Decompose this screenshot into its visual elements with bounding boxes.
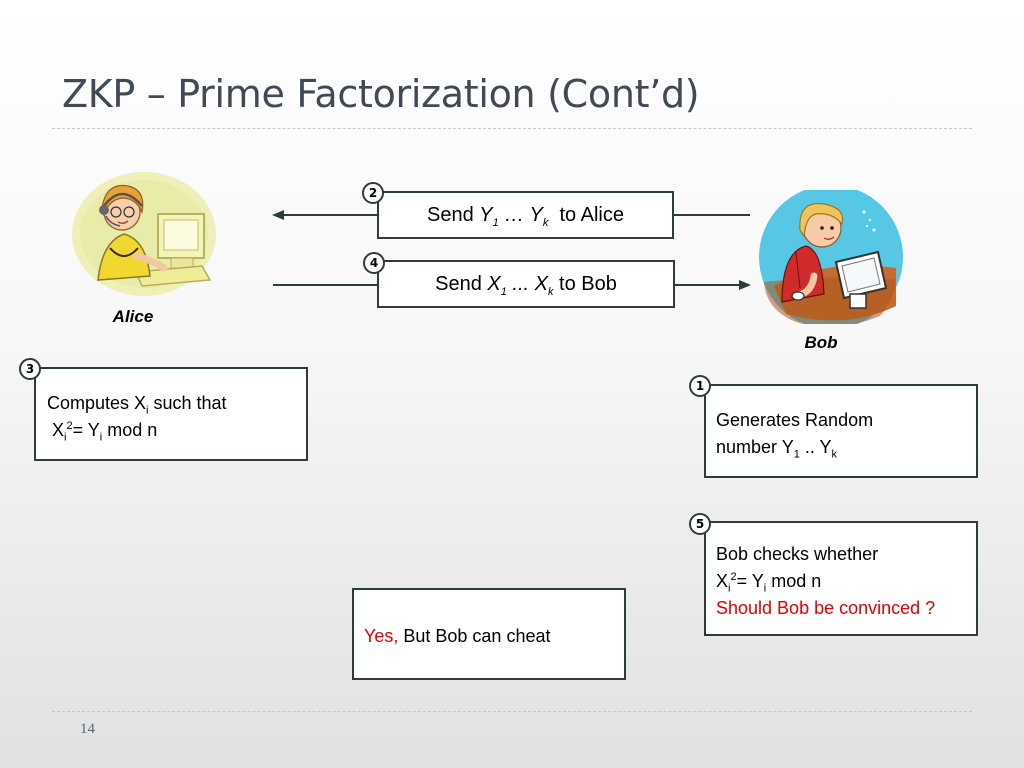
- var-x: X: [534, 272, 548, 295]
- slide-title: ZKP – Prime Factorization (Cont’d): [62, 72, 700, 116]
- title-divider: [52, 128, 972, 129]
- message-suffix: to Alice: [548, 203, 624, 226]
- step-3-box: Computes Xi such that Xi2= Yi mod n: [34, 367, 308, 461]
- message-text: Send Y1 … Yk to Alice: [427, 202, 624, 229]
- var-y: Y: [529, 203, 543, 226]
- step-badge-1: 1: [689, 375, 711, 397]
- message-send-y-to-alice: Send Y1 … Yk to Alice: [377, 191, 674, 239]
- subscript: k: [542, 216, 549, 229]
- arrow-line-left-4: [273, 284, 379, 286]
- bob-computer-clipart-icon: [759, 190, 903, 324]
- step-5-box: Bob checks whether Xi2= Yi mod n Should …: [704, 521, 978, 636]
- step-5-line-1: Bob checks whether: [716, 544, 879, 564]
- bob-label: Bob: [804, 333, 838, 352]
- step-1-line-2: number Y1 .. Yk: [716, 437, 838, 461]
- arrow-head-to-alice: [272, 210, 284, 220]
- alice-computer-clipart-icon: [72, 172, 216, 296]
- step-1-line-1: Generates Random: [716, 410, 874, 430]
- footer-divider: [52, 711, 972, 712]
- step-badge-3: 3: [19, 358, 41, 380]
- message-prefix: Send: [435, 272, 488, 295]
- var-x: X: [487, 272, 501, 295]
- page-number: 14: [80, 721, 95, 737]
- step-5-question: Should Bob be convinced ?: [716, 598, 936, 618]
- step-badge-5: 5: [689, 513, 711, 535]
- step-3-line-2: Xi2= Yi mod n: [47, 420, 158, 444]
- answer-rest: But Bob can cheat: [398, 626, 551, 646]
- var-y: Y: [479, 203, 493, 226]
- arrow-line-left-2: [282, 214, 379, 216]
- arrow-line-right-2: [673, 214, 750, 216]
- arrow-line-right-4: [674, 284, 740, 286]
- subscript: 1: [500, 285, 507, 298]
- subscript: 1: [492, 216, 499, 229]
- ellipsis: …: [498, 203, 530, 226]
- alice-label: Alice: [112, 307, 154, 326]
- arrow-head-to-bob: [739, 280, 751, 290]
- answer-box: Yes, But Bob can cheat: [352, 588, 626, 680]
- message-prefix: Send: [427, 203, 480, 226]
- subscript: k: [547, 285, 554, 298]
- ellipsis: ...: [506, 272, 535, 295]
- step-3-line-1: Computes Xi such that: [47, 393, 227, 417]
- step-badge-2: 2: [362, 182, 384, 204]
- answer-yes: Yes,: [364, 626, 399, 646]
- step-badge-4: 4: [363, 252, 385, 274]
- message-text: Send X1 ... Xk to Bob: [435, 271, 617, 298]
- step-5-line-2: Xi2= Yi mod n: [716, 571, 822, 595]
- step-1-box: Generates Random number Y1 .. Yk: [704, 384, 978, 478]
- message-send-x-to-bob: Send X1 ... Xk to Bob: [377, 260, 675, 308]
- message-suffix: to Bob: [553, 272, 617, 295]
